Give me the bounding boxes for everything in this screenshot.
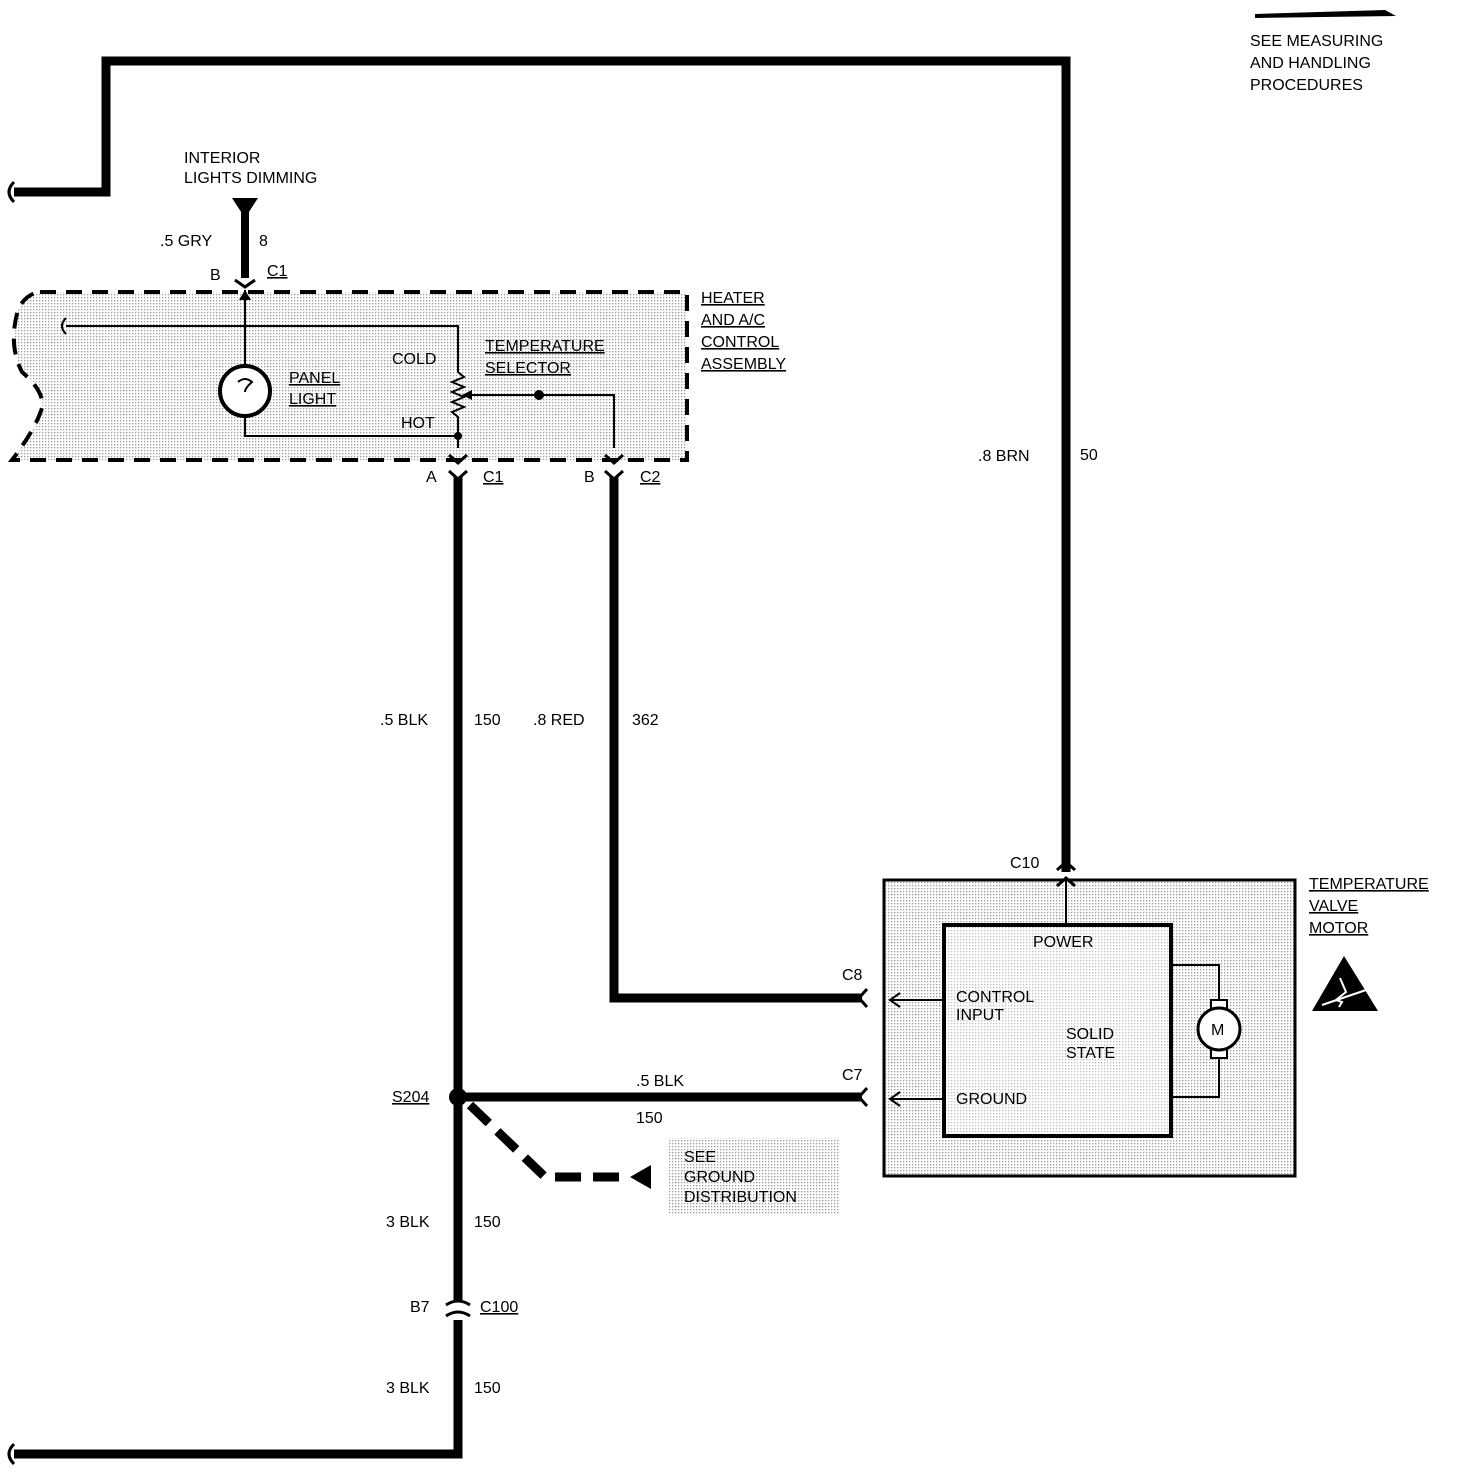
legend-line2: AND HANDLING [1250, 55, 1371, 72]
hot-label: HOT [401, 415, 435, 432]
motor-line2: VALVE [1309, 898, 1358, 915]
legend-line1: SEE MEASURING [1250, 33, 1383, 50]
splice-label: S204 [392, 1089, 429, 1106]
lower-wire2-circuit: 150 [474, 1380, 501, 1397]
selector-line1: TEMPERATURE [485, 338, 605, 355]
ground-reference-arrow-icon [630, 1165, 651, 1189]
signal-wire-circuit: 362 [632, 712, 659, 729]
lower-wire1-circuit: 150 [474, 1214, 501, 1231]
signal-conn-pin: B [584, 469, 595, 486]
c8-label: C8 [842, 967, 863, 984]
solid-line1: SOLID [1066, 1026, 1114, 1043]
power-wire-size-color: .8 BRN [978, 448, 1030, 465]
lower-ground-wire: 3 BLK 150 B7 C100 3 BLK 150 [7, 1214, 518, 1466]
panel-light-line2: LIGHT [289, 391, 336, 408]
ground-wire-size-color: .5 BLK [380, 712, 428, 729]
lower-wire1-size-color: 3 BLK [386, 1214, 430, 1231]
ground-wire: .5 BLK 150 [380, 477, 501, 1300]
ground-conn-pin: A [426, 469, 437, 486]
interior-wire-size-color: .5 GRY [160, 233, 213, 250]
c10-label: C10 [1010, 855, 1039, 872]
ground-connector-c1: A C1 [426, 453, 504, 486]
splice-wire-size-color: .5 BLK [636, 1073, 684, 1090]
panel-light-bulb-icon [218, 364, 272, 418]
heater-ac-control-assembly: HEATER AND A/C CONTROL ASSEMBLY PANEL LI… [7, 290, 786, 462]
interior-wire-circuit: 8 [259, 233, 268, 250]
temperature-valve-motor: TEMPERATURE VALVE MOTOR C10 C8 C7 POWER … [842, 855, 1429, 1178]
see-ground-line3: DISTRIBUTION [684, 1189, 797, 1206]
interior-line1: INTERIOR [184, 150, 260, 167]
c100-label: C100 [480, 1299, 518, 1316]
selector-line2: SELECTOR [485, 360, 571, 377]
heater-line3: CONTROL [701, 334, 779, 351]
solid-line2: STATE [1066, 1045, 1115, 1062]
interior-arrow-icon [232, 198, 258, 218]
heater-line4: ASSEMBLY [701, 356, 786, 373]
legend: SEE MEASURING AND HANDLING PROCEDURES [1250, 10, 1396, 94]
power-label: POWER [1033, 934, 1093, 951]
interior-pin: B [210, 267, 221, 284]
c100-pin: B7 [410, 1299, 430, 1316]
control-line1: CONTROL [956, 989, 1034, 1006]
signal-wire: .8 RED 362 [533, 477, 869, 1008]
legend-wire-symbol [1255, 10, 1396, 18]
signal-wire-size-color: .8 RED [533, 712, 585, 729]
power-wire: .8 BRN 50 [7, 56, 1098, 872]
ground-label: GROUND [956, 1091, 1027, 1108]
c7-label: C7 [842, 1067, 863, 1084]
see-ground-line1: SEE [684, 1149, 716, 1166]
ground-conn-label: C1 [483, 469, 504, 486]
power-wire-circuit: 50 [1080, 447, 1098, 464]
heater-line1: HEATER [701, 290, 765, 307]
motor-m-label: M [1211, 1022, 1224, 1039]
splice-wire-circuit: 150 [636, 1110, 663, 1127]
motor-line1: TEMPERATURE [1309, 876, 1429, 893]
legend-line3: PROCEDURES [1250, 77, 1363, 94]
lower-wire2-size-color: 3 BLK [386, 1380, 430, 1397]
interior-connector: C1 [267, 263, 288, 280]
control-line2: INPUT [956, 1007, 1004, 1024]
motor-icon [1196, 1006, 1242, 1052]
esd-warning-icon [1312, 956, 1378, 1011]
interior-line2: LIGHTS DIMMING [184, 170, 317, 187]
panel-light-line1: PANEL [289, 370, 340, 387]
see-ground-distribution: SEE GROUND DISTRIBUTION [668, 1138, 840, 1215]
motor-line3: MOTOR [1309, 920, 1368, 937]
signal-conn-label: C2 [640, 469, 661, 486]
cold-label: COLD [392, 351, 436, 368]
interior-lights-dimming: INTERIOR LIGHTS DIMMING .5 GRY 8 B C1 [160, 150, 317, 289]
heater-line2: AND A/C [701, 312, 765, 329]
see-ground-line2: GROUND [684, 1169, 755, 1186]
ground-wire-circuit: 150 [474, 712, 501, 729]
splice-s204: S204 .5 BLK 150 [392, 1073, 869, 1189]
